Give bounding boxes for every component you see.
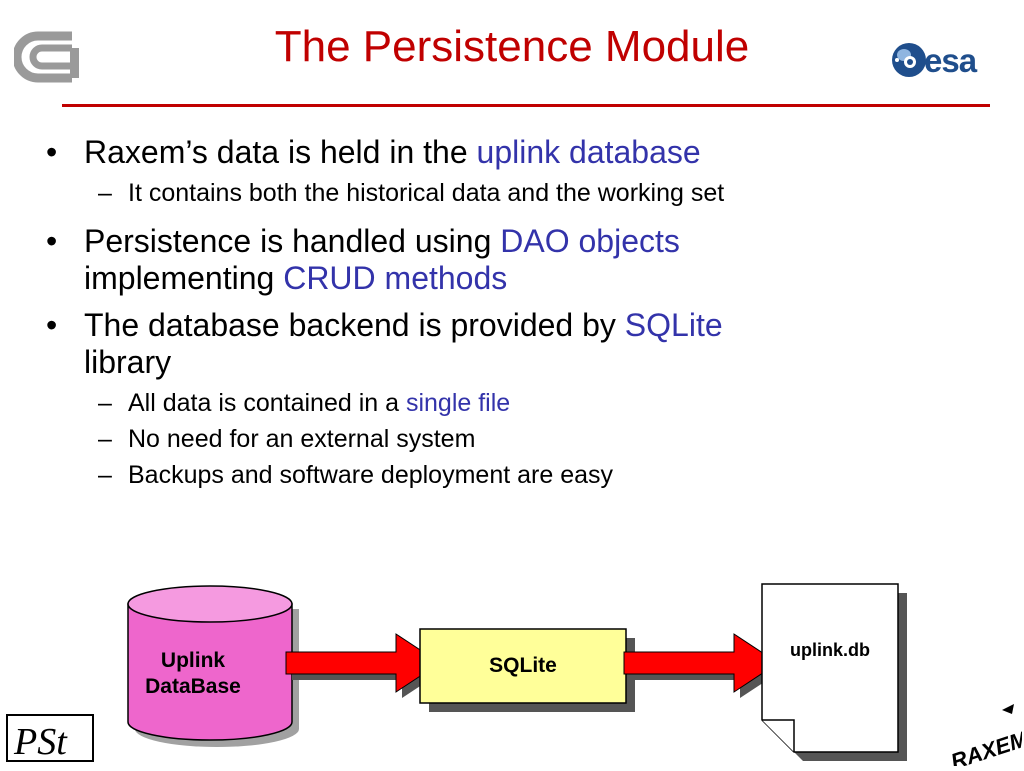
bullet-marker: • [46, 134, 58, 170]
database-cylinder [127, 585, 299, 747]
sqlite-label: SQLite [489, 654, 557, 677]
arrow-sqlite-to-file [623, 633, 784, 698]
esa-logo-text: esa [924, 42, 977, 79]
raxem-logo: RAXEM [940, 700, 1024, 771]
bullet-1: • Raxem’s data is held in the uplink dat… [46, 134, 1006, 171]
sub-bullet-marker: – [98, 389, 112, 417]
database-label-line2: DataBase [145, 675, 241, 698]
title-rule [62, 104, 990, 107]
pst-logo-text: PSt [13, 721, 68, 763]
pst-logo-icon: PSt [6, 714, 94, 763]
bullet-1-sub-1-text: It contains both the historical data and… [128, 179, 725, 207]
bullet-3-text: The database backend is provided by [84, 307, 625, 343]
file-label: uplink.db [790, 640, 870, 660]
bullet-3-sub-2-text: No need for an external system [128, 425, 476, 453]
bullet-3-highlight-sqlite: SQLite [624, 307, 723, 343]
arrow-db-to-sqlite [285, 633, 446, 698]
cnr-logo-icon [12, 31, 79, 83]
bullet-3-sub-1-highlight: single file [405, 389, 511, 417]
bullet-3-sub-2: – No need for an external system [46, 423, 1006, 455]
bullet-1-text: Raxem’s data is held in the [84, 134, 477, 170]
bullet-marker: • [46, 223, 58, 259]
pst-logo: PSt [6, 714, 96, 769]
bullet-2-text-cont: implementing [84, 260, 284, 296]
database-label-line1: Uplink [160, 649, 226, 672]
bullet-3-text-cont: library [84, 344, 172, 380]
bullet-2-text: Persistence is handled using [84, 223, 501, 259]
bullet-list: • Raxem’s data is held in the uplink dat… [46, 134, 1006, 499]
bullet-3-sub-3-text: Backups and software deployment are easy [128, 461, 613, 489]
raxem-logo-text: RAXEM [948, 726, 1022, 766]
sub-bullet-marker: – [98, 461, 112, 489]
bullet-2-highlight-crud: CRUD methods [283, 260, 508, 296]
slide-title: The Persistence Module [274, 22, 750, 71]
esa-logo: esa [888, 38, 977, 87]
bullet-3: • The database backend is provided by SQ… [46, 307, 1006, 381]
bullet-3-sub-1-text: All data is contained in a [128, 389, 406, 417]
sub-bullet-marker: – [98, 425, 112, 453]
bullet-3-sub-1: – All data is contained in a single file [46, 387, 1006, 419]
bullet-1-highlight: uplink database [476, 134, 701, 170]
database-label: Uplink DataBase [128, 648, 258, 700]
bullet-2: • Persistence is handled using DAO objec… [46, 223, 1006, 297]
bullet-1-sub-1: – It contains both the historical data a… [46, 177, 1006, 209]
bullet-marker: • [46, 307, 58, 343]
sub-bullet-marker: – [98, 179, 112, 207]
esa-globe-icon [892, 43, 926, 77]
file-document [761, 583, 907, 761]
raxem-logo-icon: RAXEM [948, 704, 1024, 771]
bullet-2-highlight-dao: DAO objects [500, 223, 680, 259]
cnr-logo [12, 28, 88, 91]
bullet-3-sub-3: – Backups and software deployment are ea… [46, 459, 1006, 491]
